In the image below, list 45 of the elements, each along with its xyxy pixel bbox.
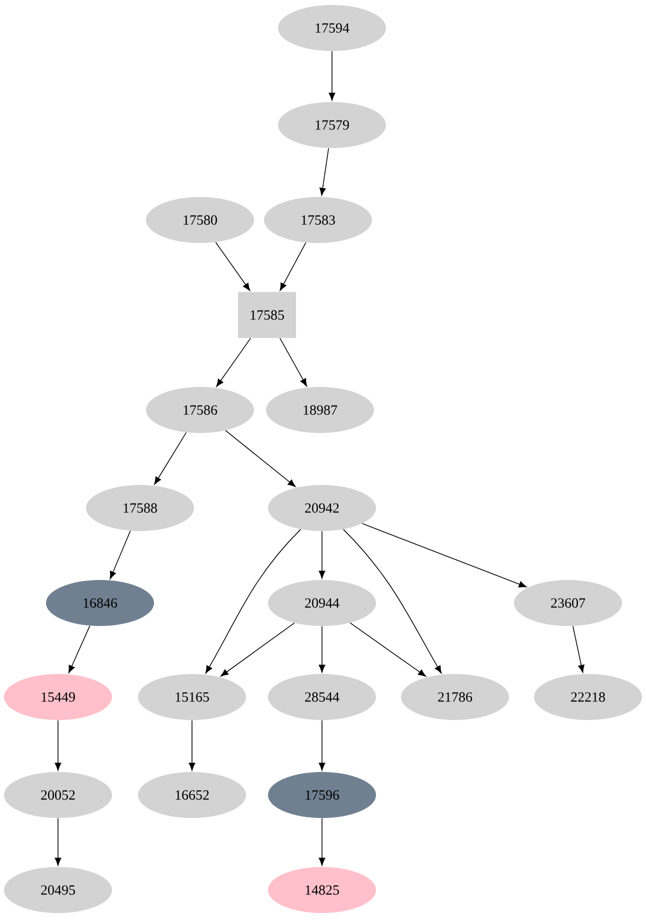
arrow <box>362 523 527 588</box>
ellipse-node: 20495 <box>4 867 112 913</box>
ellipse-node: 20052 <box>4 772 112 818</box>
arrow <box>318 530 326 579</box>
arrow <box>215 242 250 291</box>
ellipse-node: 17586 <box>146 387 254 433</box>
ellipse-node: 20942 <box>268 485 376 531</box>
arrow <box>216 338 252 387</box>
arrow <box>54 818 62 866</box>
ellipse-node: 17596 <box>268 772 376 818</box>
ellipse-node: 20944 <box>268 580 376 626</box>
ellipse-node: 15449 <box>4 674 112 720</box>
ellipse-node: 22218 <box>534 674 642 720</box>
ellipse-node: 17583 <box>264 197 372 243</box>
arrow <box>328 50 336 101</box>
ellipse-node: 15165 <box>138 674 246 720</box>
arrow <box>318 626 326 673</box>
arrow <box>110 530 131 580</box>
arrow <box>318 818 326 866</box>
ellipse-node: 16652 <box>138 772 246 818</box>
ellipse-node: 18987 <box>266 387 374 433</box>
ellipse-node: 28544 <box>268 674 376 720</box>
ellipse-node: 17579 <box>278 102 386 148</box>
ellipse-node: 16846 <box>46 580 154 626</box>
ellipse-node: 14825 <box>268 867 376 913</box>
arrow <box>225 430 296 487</box>
arrow <box>280 338 308 386</box>
arrow <box>205 528 302 674</box>
arrow <box>154 432 187 485</box>
arrow <box>318 720 326 771</box>
arrow <box>188 720 196 771</box>
arrow <box>350 622 426 677</box>
arrow <box>342 528 442 674</box>
ellipse-node: 17594 <box>278 5 386 51</box>
arrow <box>280 242 306 291</box>
process-box: 17585 <box>238 292 296 338</box>
arrow <box>68 625 90 674</box>
arrow <box>220 622 295 676</box>
ellipse-node: 21786 <box>401 674 509 720</box>
arrow <box>54 720 62 771</box>
ellipse-node: 17588 <box>86 485 194 531</box>
arrow <box>572 626 584 673</box>
ellipse-node: 23607 <box>514 580 622 626</box>
arrow <box>320 148 329 196</box>
ellipse-node: 17580 <box>146 197 254 243</box>
